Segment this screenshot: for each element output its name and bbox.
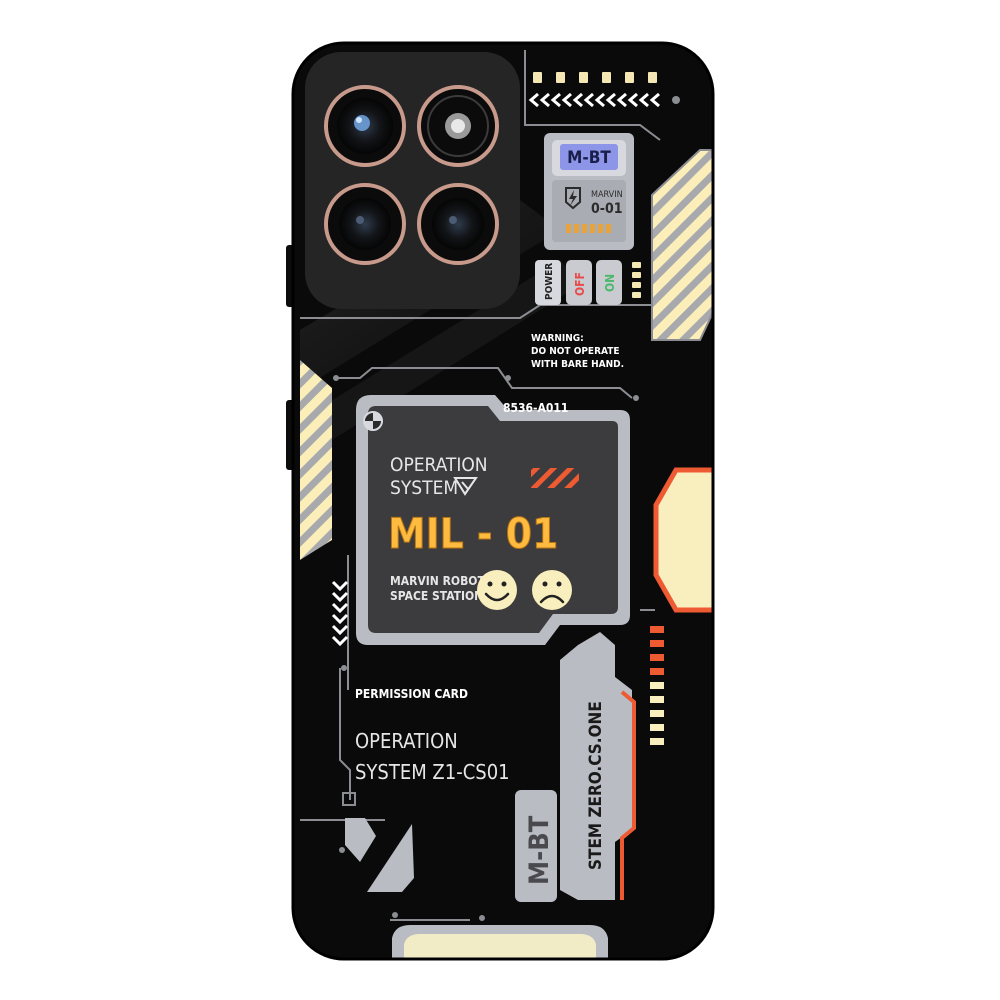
chip-label: MARVIN (591, 190, 623, 200)
bottom-badge-text: M-BT (524, 815, 555, 885)
chip-badge-text: M-BT (567, 148, 611, 168)
camera-module (305, 52, 520, 309)
station-label-line2: SPACE STATION (390, 589, 483, 603)
warning-text-line1: WARNING: (531, 333, 584, 344)
indicator-ladder (650, 626, 664, 745)
camera-lens (324, 85, 406, 167)
led-row (533, 72, 657, 83)
warning-text-line3: WITH BARE HAND. (531, 359, 624, 370)
sad-face-icon (532, 570, 572, 610)
off-label: OFF (573, 272, 587, 296)
striped-panel (300, 360, 332, 560)
bottom-port-inner (404, 934, 596, 960)
system-label-line1: OPERATION (355, 729, 458, 753)
striped-panel (652, 150, 714, 340)
triangle-check-icon (453, 477, 478, 496)
bottom-badge: M-BT (515, 790, 557, 902)
bolt-shield-icon (565, 187, 581, 210)
camera-lens (417, 183, 499, 265)
chip-code: 0-01 (591, 201, 623, 217)
station-label-line1: MARVIN ROBOT (390, 574, 485, 588)
case-rim (291, 41, 715, 961)
connector-node (342, 792, 356, 806)
camera-lens (324, 183, 406, 265)
circuit-nodes (333, 96, 680, 921)
smiley-face-icon (477, 570, 517, 610)
on-label: ON (603, 274, 617, 292)
power-label: POWER (544, 263, 555, 300)
serial-number: 8536-A011 (503, 401, 568, 415)
camera-lens (417, 85, 499, 167)
model-name: MIL - 01 (388, 509, 558, 558)
power-switch-block: POWER OFF ON (535, 260, 641, 305)
cream-panel (653, 467, 714, 613)
vertical-card: STEM ZERO.CS.ONE (560, 632, 636, 900)
chevron-row-icon (528, 92, 660, 108)
vertical-card-text: STEM ZERO.CS.ONE (586, 701, 606, 870)
chip-contacts (566, 224, 611, 233)
permission-card-label: PERMISSION CARD (355, 687, 468, 701)
os-label-line2: SYSTEM (390, 477, 458, 499)
system-label-line2: SYSTEM Z1-CS01 (355, 760, 510, 784)
chevron-column-icon (331, 580, 349, 647)
panel-frame (651, 149, 714, 341)
grey-block (367, 824, 414, 892)
warning-text-line2: DO NOT OPERATE (531, 346, 619, 357)
grey-block (345, 818, 376, 862)
main-display-panel: 8536-A011 OPERATION SYSTEM MIL - 01 MARV… (356, 395, 630, 645)
os-label-line1: OPERATION (390, 454, 488, 476)
chip-card: M-BT MARVIN 0-01 (544, 133, 634, 250)
hazard-stripe (531, 468, 579, 488)
